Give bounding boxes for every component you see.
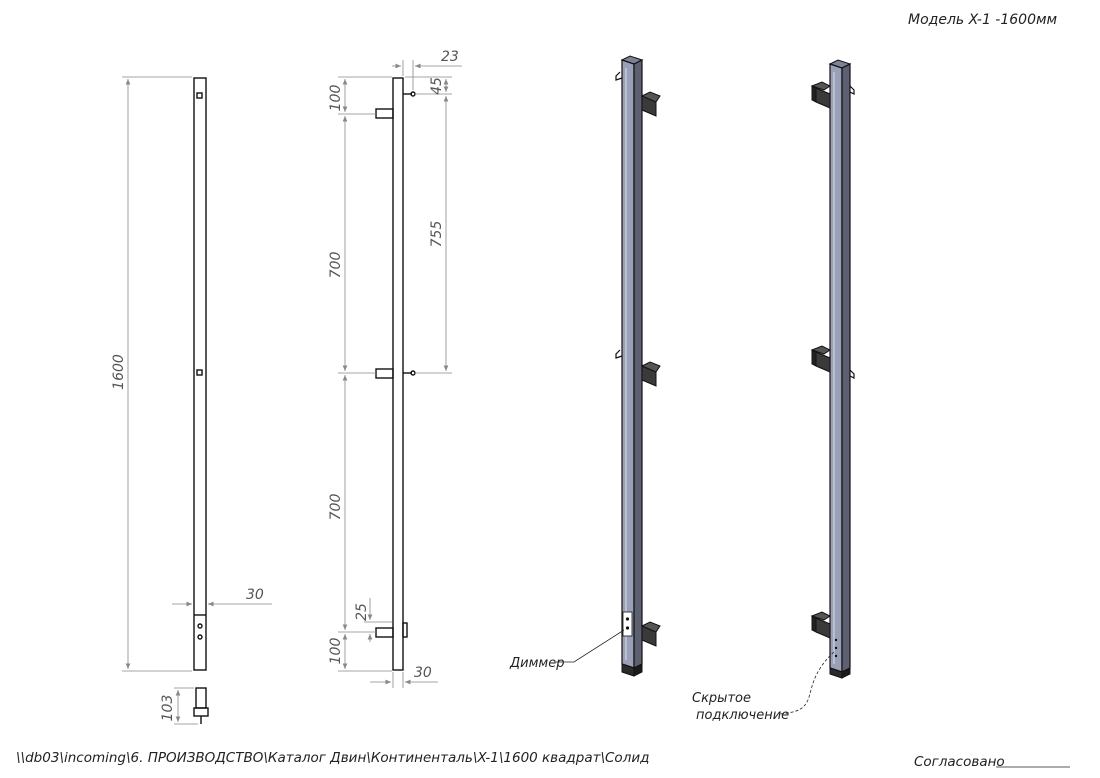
front-view: 1600 30 103 bbox=[111, 76, 272, 725]
hidden-connection-label-2: подключение bbox=[696, 708, 789, 723]
model-title: Модель X-1 -1600мм bbox=[908, 12, 1058, 28]
dim-bracket-spacing: 755 bbox=[429, 221, 445, 248]
dim-width: 30 bbox=[246, 587, 264, 603]
dim-plug-height: 103 bbox=[160, 695, 176, 722]
iso-view-front: Диммер bbox=[509, 55, 661, 677]
dim-side-width: 30 bbox=[414, 665, 432, 681]
dim-bottom-small: 25 bbox=[354, 603, 370, 621]
hidden-connection-label-1: Скрытое bbox=[692, 691, 751, 706]
dim-small-top: 45 bbox=[429, 77, 445, 95]
approval-label: Согласовано bbox=[914, 754, 1005, 770]
dim-total-height: 1600 bbox=[111, 354, 127, 390]
dim-span-1: 700 bbox=[328, 252, 344, 279]
dim-span-2: 700 bbox=[328, 494, 344, 521]
dim-offset-top: 23 bbox=[441, 49, 459, 65]
side-view: 100 700 700 100 25 45 755 23 30 bbox=[328, 49, 462, 688]
iso-view-back: Скрытое подключение bbox=[692, 59, 855, 723]
dim-top-gap: 100 bbox=[328, 85, 344, 112]
dim-bottom-gap: 100 bbox=[328, 638, 344, 665]
dimmer-label: Диммер bbox=[509, 656, 564, 671]
file-path: \\db03\incoming\6. ПРОИЗВОДСТВО\Каталог … bbox=[16, 750, 649, 766]
